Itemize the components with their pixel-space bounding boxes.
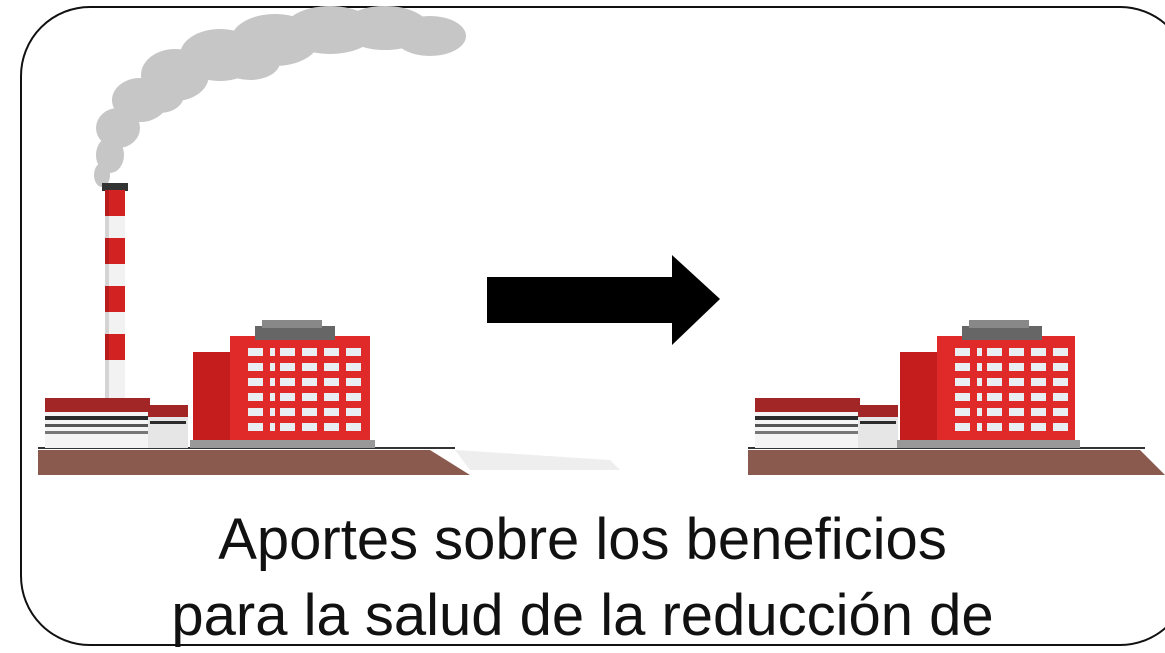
- window: [346, 348, 361, 356]
- window: [346, 378, 361, 386]
- window: [1053, 408, 1068, 416]
- window: [302, 423, 317, 431]
- right-arrow-icon: [487, 255, 720, 345]
- window: [324, 408, 339, 416]
- window: [1009, 408, 1024, 416]
- window: [302, 363, 317, 371]
- window: [280, 363, 295, 371]
- window: [302, 378, 317, 386]
- window: [324, 363, 339, 371]
- window: [280, 423, 295, 431]
- window: [302, 348, 317, 356]
- window: [346, 423, 361, 431]
- window: [248, 393, 263, 401]
- window: [248, 348, 263, 356]
- window: [955, 423, 970, 431]
- window: [987, 348, 1002, 356]
- window: [280, 348, 295, 356]
- windows-left: [248, 348, 361, 431]
- window: [302, 393, 317, 401]
- window: [977, 408, 982, 416]
- window: [955, 408, 970, 416]
- window: [1009, 363, 1024, 371]
- window: [1009, 378, 1024, 386]
- window: [1031, 408, 1046, 416]
- window: [346, 363, 361, 371]
- window: [987, 423, 1002, 431]
- window: [270, 423, 275, 431]
- window: [248, 408, 263, 416]
- window: [324, 393, 339, 401]
- window: [324, 423, 339, 431]
- window: [1031, 393, 1046, 401]
- window: [248, 423, 263, 431]
- window: [324, 378, 339, 386]
- caption-line-2: para la salud de la reducción de: [171, 583, 994, 648]
- window: [977, 393, 982, 401]
- low-building: [45, 398, 188, 448]
- window: [270, 393, 275, 401]
- window: [955, 378, 970, 386]
- window: [346, 393, 361, 401]
- window: [1009, 423, 1024, 431]
- window: [1031, 423, 1046, 431]
- window: [977, 363, 982, 371]
- clean-factory-icon: [748, 320, 1165, 475]
- window: [1053, 378, 1068, 386]
- window: [1009, 348, 1024, 356]
- smokestack-icon: [102, 183, 128, 400]
- ground-strip: [38, 450, 470, 475]
- window: [270, 363, 275, 371]
- window: [270, 378, 275, 386]
- window: [1009, 393, 1024, 401]
- window: [248, 363, 263, 371]
- window: [1031, 348, 1046, 356]
- low-building: [755, 398, 898, 448]
- window: [248, 378, 263, 386]
- window: [955, 393, 970, 401]
- window: [987, 363, 1002, 371]
- window: [977, 348, 982, 356]
- window: [346, 408, 361, 416]
- window: [977, 378, 982, 386]
- window: [955, 348, 970, 356]
- window: [987, 408, 1002, 416]
- window: [270, 408, 275, 416]
- window: [1053, 423, 1068, 431]
- window: [987, 378, 1002, 386]
- window: [1053, 363, 1068, 371]
- windows-right: [955, 348, 1068, 431]
- window: [280, 393, 295, 401]
- window: [280, 408, 295, 416]
- window: [302, 408, 317, 416]
- window: [1053, 393, 1068, 401]
- window: [955, 363, 970, 371]
- window: [1053, 348, 1068, 356]
- caption-line-1: Aportes sobre los beneficios: [218, 507, 947, 572]
- window: [280, 378, 295, 386]
- ground-strip: [748, 450, 1165, 475]
- window: [324, 348, 339, 356]
- polluting-factory-icon: [38, 6, 620, 475]
- window: [1031, 363, 1046, 371]
- window: [987, 393, 1002, 401]
- window: [270, 348, 275, 356]
- window: [1031, 378, 1046, 386]
- window: [977, 423, 982, 431]
- smoke-plume-icon: [94, 6, 466, 187]
